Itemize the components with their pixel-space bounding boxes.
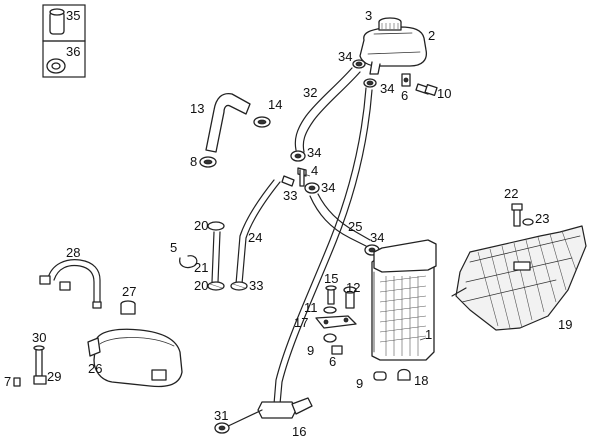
hose-clamp-31: [214, 422, 230, 434]
bolt-12: [343, 286, 357, 309]
radiator-1: [371, 239, 437, 381]
hose-clamp-34a: [352, 59, 366, 69]
label-6b: 6: [329, 354, 336, 369]
label-2: 2: [428, 28, 435, 43]
hose-13: [205, 92, 251, 153]
label-7: 7: [4, 374, 11, 389]
screw-10: [415, 83, 438, 96]
legend-box-36: [42, 40, 86, 78]
label-33b: 33: [249, 278, 263, 293]
hose-25: [309, 193, 371, 247]
label-9b: 9: [356, 376, 363, 391]
label-16: 16: [292, 424, 306, 439]
label-29: 29: [47, 369, 61, 384]
hose-clamp-34c: [290, 150, 306, 162]
clip-5: [179, 255, 198, 269]
hose-clamp-34d: [304, 182, 320, 194]
radiator-shroud-19: [451, 225, 587, 331]
label-32: 32: [303, 85, 317, 100]
label-34b: 34: [380, 81, 394, 96]
label-27: 27: [122, 284, 136, 299]
label-18: 18: [414, 373, 428, 388]
label-22: 22: [504, 186, 518, 201]
hose-21: [211, 231, 221, 283]
nut-23: [522, 218, 534, 226]
label-14: 14: [268, 97, 282, 112]
label-30: 30: [32, 330, 46, 345]
t-fitting-4: [297, 167, 307, 187]
sensor-cable-28: [39, 259, 102, 309]
label-13: 13: [190, 101, 204, 116]
label-26: 26: [88, 361, 102, 376]
label-12: 12: [346, 280, 360, 295]
leader-lines: [303, 173, 427, 341]
label-21: 21: [194, 260, 208, 275]
label-9a: 9: [307, 343, 314, 358]
label-28: 28: [66, 245, 80, 260]
screw-7: [13, 377, 21, 387]
label-15: 15: [324, 271, 338, 286]
label-23: 23: [535, 211, 549, 226]
hose-clamp-14: [253, 116, 271, 128]
t-junction-16: [223, 397, 313, 429]
label-25: 25: [348, 219, 362, 234]
reservoir-26: [87, 328, 183, 388]
part-labels: 35 36 3 2 34 34 6 10 32 13 14 8 34 4 34 …: [4, 8, 572, 439]
sensor-30: [33, 345, 45, 377]
label-24: 24: [248, 230, 262, 245]
hose-clamp-33-upper: [281, 175, 295, 187]
label-35: 35: [66, 8, 80, 23]
bracket-6: [401, 73, 411, 87]
bolt-22: [511, 203, 523, 227]
label-10: 10: [437, 86, 451, 101]
hose-clamp-20-lower: [207, 281, 225, 291]
bolt-15: [325, 285, 337, 305]
label-8: 8: [190, 154, 197, 169]
expansion-tank: [359, 17, 428, 75]
hose-clamp-33-lower: [230, 281, 248, 291]
label-33a: 33: [283, 188, 297, 203]
washer-11: [323, 306, 337, 314]
label-17: 17: [294, 315, 308, 330]
hose-clamp-8: [199, 156, 217, 168]
fitting-29: [33, 375, 47, 385]
label-11: 11: [304, 300, 318, 315]
hose-32: [294, 67, 361, 153]
cap-27: [120, 300, 136, 315]
label-20b: 20: [194, 278, 208, 293]
hose-clamp-34b: [363, 78, 377, 88]
label-34c: 34: [307, 145, 321, 160]
hose-clamp-20-upper: [207, 221, 225, 231]
label-1: 1: [425, 327, 432, 342]
label-5: 5: [170, 240, 177, 255]
hose-24: [235, 179, 281, 285]
label-19: 19: [558, 317, 572, 332]
label-31: 31: [214, 408, 228, 423]
label-3: 3: [365, 8, 372, 23]
label-34e: 34: [370, 230, 384, 245]
label-4: 4: [311, 163, 318, 178]
washer-9: [323, 333, 337, 343]
nut-6: [331, 345, 343, 355]
label-34a: 34: [338, 49, 352, 64]
label-36: 36: [66, 44, 80, 59]
label-6: 6: [401, 88, 408, 103]
label-20a: 20: [194, 218, 208, 233]
bracket-17: [315, 315, 357, 329]
label-34d: 34: [321, 180, 335, 195]
long-overflow-hose: [273, 87, 373, 405]
